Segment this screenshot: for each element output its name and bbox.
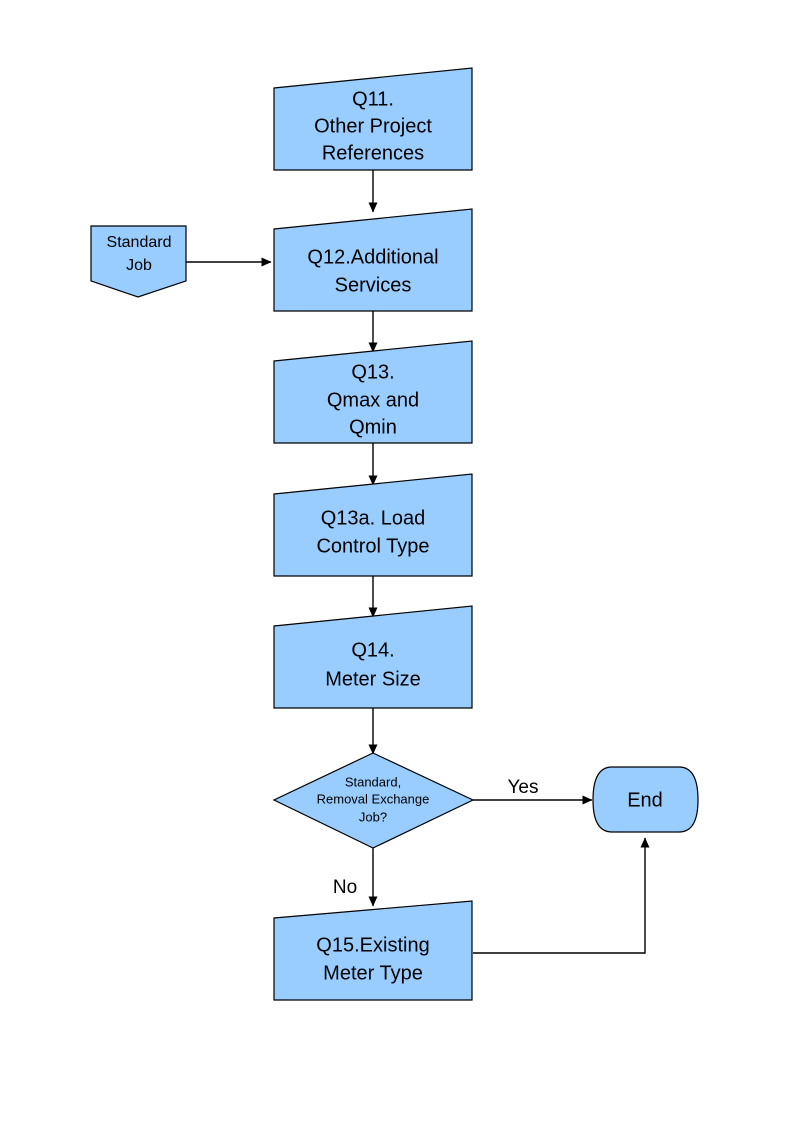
node-decision-label-line-1: Standard, <box>345 774 401 789</box>
node-end[interactable]: End <box>592 766 699 833</box>
edge-decision-to-end-yes: Yes <box>473 777 593 805</box>
node-q15-shape <box>273 900 473 1001</box>
node-standard-job-label-line-2: Job <box>126 257 152 274</box>
edge-q15-to-end <box>473 837 650 954</box>
node-q13a[interactable]: Q13a. Load Control Type <box>273 473 473 577</box>
node-q11[interactable]: Q11. Other Project References <box>273 67 473 171</box>
node-q13[interactable]: Q13. Qmax and Qmin <box>273 340 473 444</box>
node-q11-label-line-1: Q11. <box>352 88 394 110</box>
node-decision-shape <box>272 752 475 849</box>
node-q14-label-line-2: Meter Size <box>325 668 421 690</box>
node-q11-shape <box>273 67 473 171</box>
node-end-label: End <box>627 789 663 811</box>
node-q12-label-line-1: Q12.Additional <box>307 246 438 268</box>
node-q11-label-line-3: References <box>322 142 424 164</box>
node-q14[interactable]: Q14. Meter Size <box>273 605 473 709</box>
node-q13-label-line-2: Qmax and <box>327 389 419 411</box>
node-q15-label-line-1: Q15.Existing <box>316 934 429 956</box>
node-decision[interactable]: Standard, Removal Exchange Job? <box>272 752 475 849</box>
node-q13a-label-line-2: Control Type <box>316 535 429 557</box>
node-decision-label-line-2: Removal Exchange <box>317 791 430 806</box>
node-q14-label-line-1: Q14. <box>351 639 394 661</box>
node-q15-label-line-2: Meter Type <box>323 962 423 984</box>
node-q15[interactable]: Q15.Existing Meter Type <box>273 900 473 1001</box>
node-end-shape <box>592 766 699 833</box>
node-q14-shape <box>273 605 473 709</box>
node-q12-label-line-2: Services <box>335 274 412 296</box>
node-q12[interactable]: Q12.Additional Services <box>273 208 473 312</box>
edge-label-yes: Yes <box>508 777 539 798</box>
node-standard-job-shape <box>90 225 187 298</box>
edge-decision-to-q15-no: No <box>333 848 378 907</box>
node-q13-label-line-1: Q13. <box>351 361 394 383</box>
node-q13a-shape <box>273 473 473 577</box>
node-q13-label-line-3: Qmin <box>349 416 397 438</box>
edge-label-no: No <box>333 877 357 898</box>
node-decision-label-line-3: Job? <box>359 809 387 824</box>
node-standard-job-label-line-1: Standard <box>107 234 172 251</box>
node-q11-label-line-2: Other Project <box>314 115 432 137</box>
node-q13a-label-line-1: Q13a. Load <box>321 507 426 529</box>
node-q12-shape <box>273 208 473 312</box>
node-standard-job[interactable]: Standard Job <box>90 225 187 298</box>
node-q13-shape <box>273 340 473 444</box>
